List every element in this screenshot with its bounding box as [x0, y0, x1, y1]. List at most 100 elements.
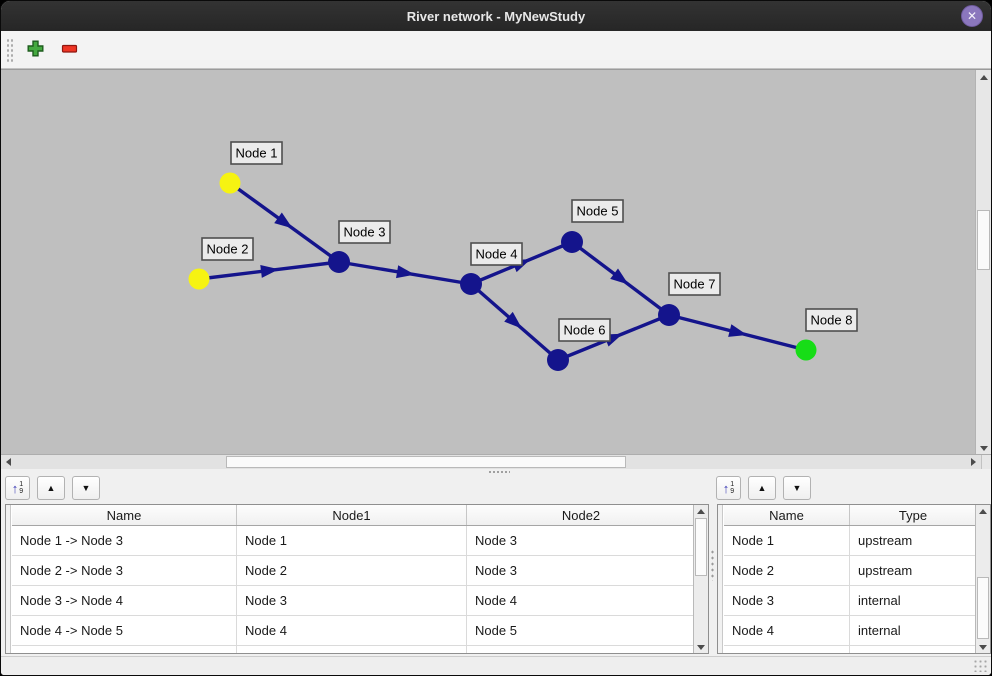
table-row[interactable]	[12, 646, 695, 653]
column-header-type[interactable]: Type	[898, 507, 928, 523]
scroll-down-icon[interactable]	[976, 641, 990, 653]
graph-node-node-6[interactable]	[547, 349, 569, 371]
table-cell[interactable]: internal	[850, 616, 976, 646]
edge-arrow-icon	[728, 324, 748, 337]
table-cell[interactable]	[467, 646, 695, 653]
node-label-node-6: Node 6	[564, 323, 606, 338]
down-arrow-icon: ▼	[792, 483, 802, 493]
links-move-up-button[interactable]: ▲	[37, 476, 65, 500]
table-cell[interactable]: Node 3	[467, 526, 695, 556]
minus-icon	[60, 39, 79, 61]
table-cell[interactable]: Node 4	[724, 616, 850, 646]
table-cell[interactable]: Node 2	[724, 556, 850, 586]
scroll-down-icon[interactable]	[694, 641, 708, 653]
table-cell[interactable]: Node 5	[467, 616, 695, 646]
table-cell[interactable]: Node 3	[724, 586, 850, 616]
node-label-node-2: Node 2	[207, 242, 249, 257]
pane-splitter[interactable]	[1, 469, 991, 475]
node-label-node-4: Node 4	[476, 247, 518, 262]
scroll-up-icon[interactable]	[976, 505, 990, 517]
links-table-scrollbar[interactable]	[693, 505, 708, 653]
table-cell[interactable]: Node 4	[237, 616, 467, 646]
node-label-node-8: Node 8	[811, 313, 853, 328]
row-header-strip	[6, 505, 11, 653]
tables-splitter-handle[interactable]	[710, 549, 715, 581]
nodes-move-down-button[interactable]: ▼	[783, 476, 811, 500]
scroll-down-icon[interactable]	[976, 441, 991, 455]
table-cell[interactable]: Node 3	[237, 586, 467, 616]
graph-node-node-1[interactable]	[219, 172, 241, 194]
table-cell[interactable]: Node 1	[237, 526, 467, 556]
resize-grip-icon[interactable]	[973, 659, 987, 672]
node-label-node-1: Node 1	[236, 146, 278, 161]
scroll-up-icon[interactable]	[976, 70, 991, 84]
table-cell[interactable]: internal	[850, 586, 976, 616]
column-header-node2[interactable]: Node2	[561, 507, 601, 523]
table-row[interactable]	[724, 646, 976, 653]
table-cell[interactable]: Node 2 -> Node 3	[12, 556, 237, 586]
node-label-node-7: Node 7	[674, 277, 716, 292]
table-cell[interactable]: upstream	[850, 556, 976, 586]
close-button[interactable]: ✕	[961, 5, 983, 27]
status-bar	[1, 656, 991, 675]
title-bar[interactable]: River network - MyNewStudy ✕	[1, 1, 991, 31]
scroll-up-icon[interactable]	[694, 505, 708, 517]
table-cell[interactable]: Node 2	[237, 556, 467, 586]
table-cell[interactable]: Node 4 -> Node 5	[12, 616, 237, 646]
links-move-down-button[interactable]: ▼	[72, 476, 100, 500]
column-header-node1[interactable]: Node1	[237, 505, 467, 525]
table-cell[interactable]: Node 3	[467, 556, 695, 586]
node-label-box-node-3	[338, 220, 391, 244]
graph-hscroll-thumb[interactable]	[226, 456, 626, 468]
table-cell[interactable]	[12, 646, 237, 653]
table-cell[interactable]	[850, 646, 976, 653]
graph-vscroll-thumb[interactable]	[977, 210, 990, 270]
graph-hscroll-track[interactable]	[16, 455, 966, 469]
table-cell[interactable]	[237, 646, 467, 653]
nodes-move-up-button[interactable]: ▲	[748, 476, 776, 500]
node-label-box-node-2	[201, 237, 254, 261]
graph-node-node-7[interactable]	[658, 304, 680, 326]
table-cell[interactable]: Node 3 -> Node 4	[12, 586, 237, 616]
table-cell[interactable]: Node 1	[724, 526, 850, 556]
node-label-box-node-7	[668, 272, 721, 296]
scroll-left-icon[interactable]	[1, 455, 16, 469]
toolbar-drag-handle[interactable]	[6, 37, 13, 62]
scroll-right-icon[interactable]	[966, 455, 981, 469]
graph-node-node-4[interactable]	[460, 273, 482, 295]
graph-node-node-5[interactable]	[561, 231, 583, 253]
links-scroll-thumb[interactable]	[695, 518, 707, 576]
node-label-box-node-5	[571, 199, 624, 223]
table-cell[interactable]: Node 1 -> Node 3	[12, 526, 237, 556]
table-cell[interactable]	[724, 646, 850, 653]
add-node-button[interactable]	[23, 38, 47, 62]
graph-horizontal-scrollbar[interactable]	[1, 454, 991, 469]
graph-node-node-8[interactable]	[795, 339, 817, 361]
graph-vertical-scrollbar[interactable]	[975, 70, 991, 455]
graph-node-node-2[interactable]	[188, 268, 210, 290]
column-header-name[interactable]: Name	[12, 505, 237, 525]
remove-node-button[interactable]	[57, 38, 81, 62]
down-arrow-icon: ▼	[81, 483, 91, 493]
column-header-name[interactable]: Name	[724, 505, 850, 525]
nodes-scroll-thumb[interactable]	[977, 577, 989, 639]
graph-node-node-3[interactable]	[328, 251, 350, 273]
table-cell[interactable]: Node 4	[467, 586, 695, 616]
table-cell[interactable]: upstream	[850, 526, 976, 556]
nodes-table-scrollbar[interactable]	[975, 505, 990, 653]
close-icon: ✕	[966, 9, 978, 23]
